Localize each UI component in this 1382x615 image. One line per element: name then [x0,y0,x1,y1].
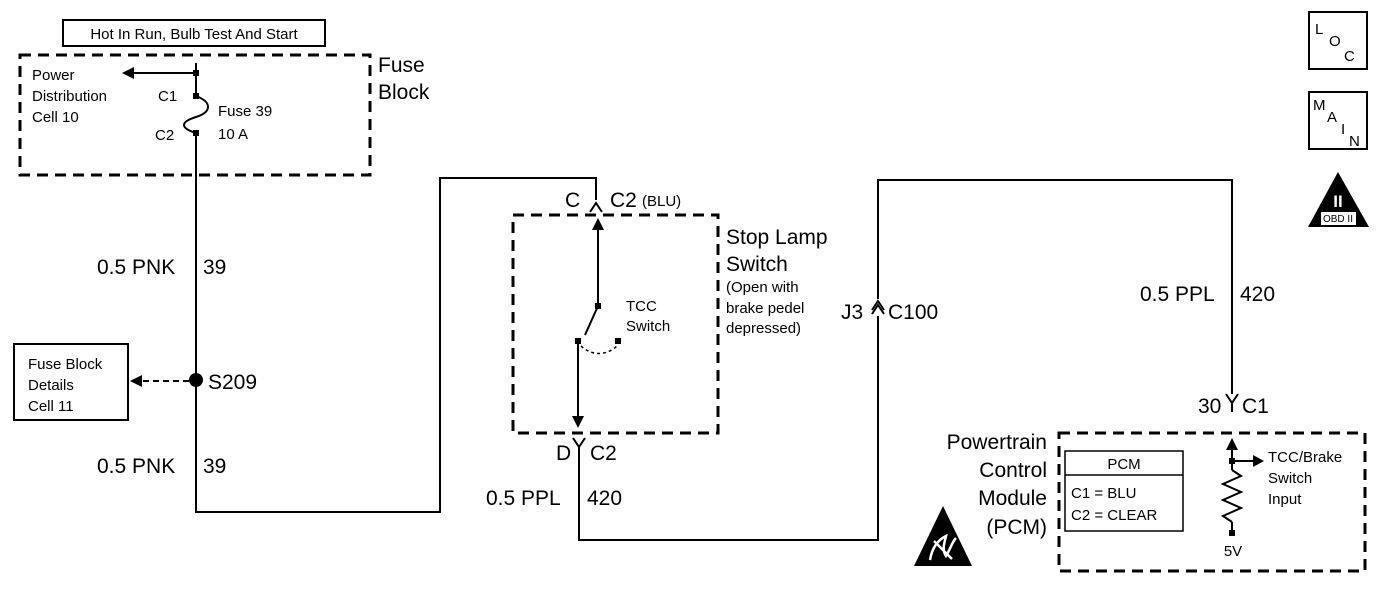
pcm-outline [1057,431,1367,573]
pcm-pin: 30 [1198,395,1221,418]
obd-ii-label: OBD II [1323,214,1353,225]
pnk-39-wire [195,136,597,513]
main-icon-n: N [1349,133,1360,150]
fuse-name: Fuse 39 [218,103,272,120]
stop-lamp-switch-outline [511,213,720,435]
fuse-block-details-ref-3: Cell 11 [28,398,74,415]
power-distribution-ref-1[interactable]: Power [32,67,75,84]
ppl-420-wire-lower [578,316,879,541]
pull-up-resistor [1220,469,1244,523]
ppl-420-size-lower: 0.5 PPL [486,487,561,510]
stop-lamp-top-conn: C2 [610,189,637,212]
loc-icon-c: C [1344,48,1355,65]
fuse-block-details-ref-1: Fuse Block [28,356,103,373]
stop-lamp-top-pin: C [565,189,580,212]
ppl-420-circuit-lower: 420 [587,487,622,510]
pcm-title-2: Control [979,459,1047,482]
power-distribution-ref-3[interactable]: Cell 10 [32,109,79,126]
c100-pin: J3 [841,301,863,324]
stop-lamp-note-3: depressed) [726,320,801,337]
pcm-input-arrow-up [1226,438,1238,450]
pcm-connector [1225,393,1239,405]
tcc-switch-label-1: TCC [626,298,657,315]
switch-contact-common [575,338,581,344]
fuse-block-title-2: Block [378,81,430,104]
pnk-39-size-upper: 0.5 PNK [97,256,175,279]
splice-s209-dot [189,373,203,387]
loc-icon[interactable]: L O C [1308,11,1368,70]
fuse-rating: 10 A [218,126,248,143]
pcm-ref-node [1229,530,1235,536]
pcm-legend-c1: C1 = BLU [1071,485,1136,502]
stop-lamp-bottom-pin: D [556,442,571,465]
pcm-legend-c2: C2 = CLEAR [1071,507,1157,524]
main-icon-m: M [1313,97,1326,114]
stop-lamp-title-1: Stop Lamp [726,226,828,249]
stop-lamp-title-2: Switch [726,253,788,276]
fuse-terminal-c2 [193,130,199,136]
fuse-element [183,95,209,134]
stop-lamp-note-2: brake pedel [726,300,804,317]
switch-arrow-up [592,218,604,230]
pcm-ref-voltage: 5V [1224,543,1242,560]
fuse-block-title-1: Fuse [378,54,425,77]
hot-in-run-header: Hot In Run, Bulb Test And Start [90,26,298,43]
pcm-title-3: Module [978,487,1047,510]
stop-lamp-top-conn-color: (BLU) [642,193,681,210]
pcm-conn: C1 [1242,395,1269,418]
splice-ref-arrowhead [130,375,142,387]
main-icon[interactable]: M A I N [1308,91,1368,150]
pcm-title-1: Powertrain [947,431,1047,454]
power-distribution-ref-2[interactable]: Distribution [32,88,107,105]
pcm-input-label-3: Input [1268,491,1302,508]
pcm-input-label-1: TCC/Brake [1268,449,1342,466]
power-dist-arrowhead [122,67,134,79]
tcc-switch-label-2: Switch [626,318,670,335]
stop-lamp-top-connector [589,201,603,213]
fuse-c1-label: C1 [158,88,177,105]
fuse-c2-label: C2 [155,127,174,144]
stop-lamp-bottom-conn: C2 [590,442,617,465]
esd-sensitive-icon [914,506,972,566]
obd-ii-roman: II [1333,192,1342,211]
splice-s209-label: S209 [208,371,257,394]
switch-arrow-down [572,416,584,428]
c100-connector-lower [871,303,885,315]
ppl-420-circuit-upper: 420 [1240,283,1275,306]
main-icon-i: I [1341,121,1345,138]
fuse-terminal-top [193,70,199,76]
pnk-39-size-lower: 0.5 PNK [97,455,175,478]
pcm-legend-title: PCM [1107,456,1140,473]
pcm-legend-box [1064,450,1184,532]
main-icon-a: A [1327,109,1337,126]
stop-lamp-note-1: (Open with [726,279,799,296]
switch-blade [584,305,599,336]
loc-icon-o: O [1329,33,1341,50]
stop-lamp-bottom-connector [572,437,586,449]
hot-in-run-header-box [62,19,326,47]
c100-conn: C100 [888,301,938,324]
pnk-39-circuit-upper: 39 [203,256,226,279]
switch-contact-open [615,338,621,344]
switch-travel-arc [580,345,618,355]
c100-connector-upper [871,299,885,311]
pcm-input-label-2: Switch [1268,470,1312,487]
fuse-block-details-ref-2: Details [28,377,74,394]
ppl-420-wire-upper [877,179,1233,394]
obd-ii-icon[interactable]: II OBD II [1308,172,1369,227]
pcm-title-4: (PCM) [986,516,1047,539]
fuse-block-details-ref-box[interactable] [13,343,129,421]
ppl-420-size-upper: 0.5 PPL [1140,283,1215,306]
pnk-39-circuit-lower: 39 [203,455,226,478]
loc-icon-l: L [1315,21,1323,38]
pcm-input-arrowhead [1253,455,1264,467]
